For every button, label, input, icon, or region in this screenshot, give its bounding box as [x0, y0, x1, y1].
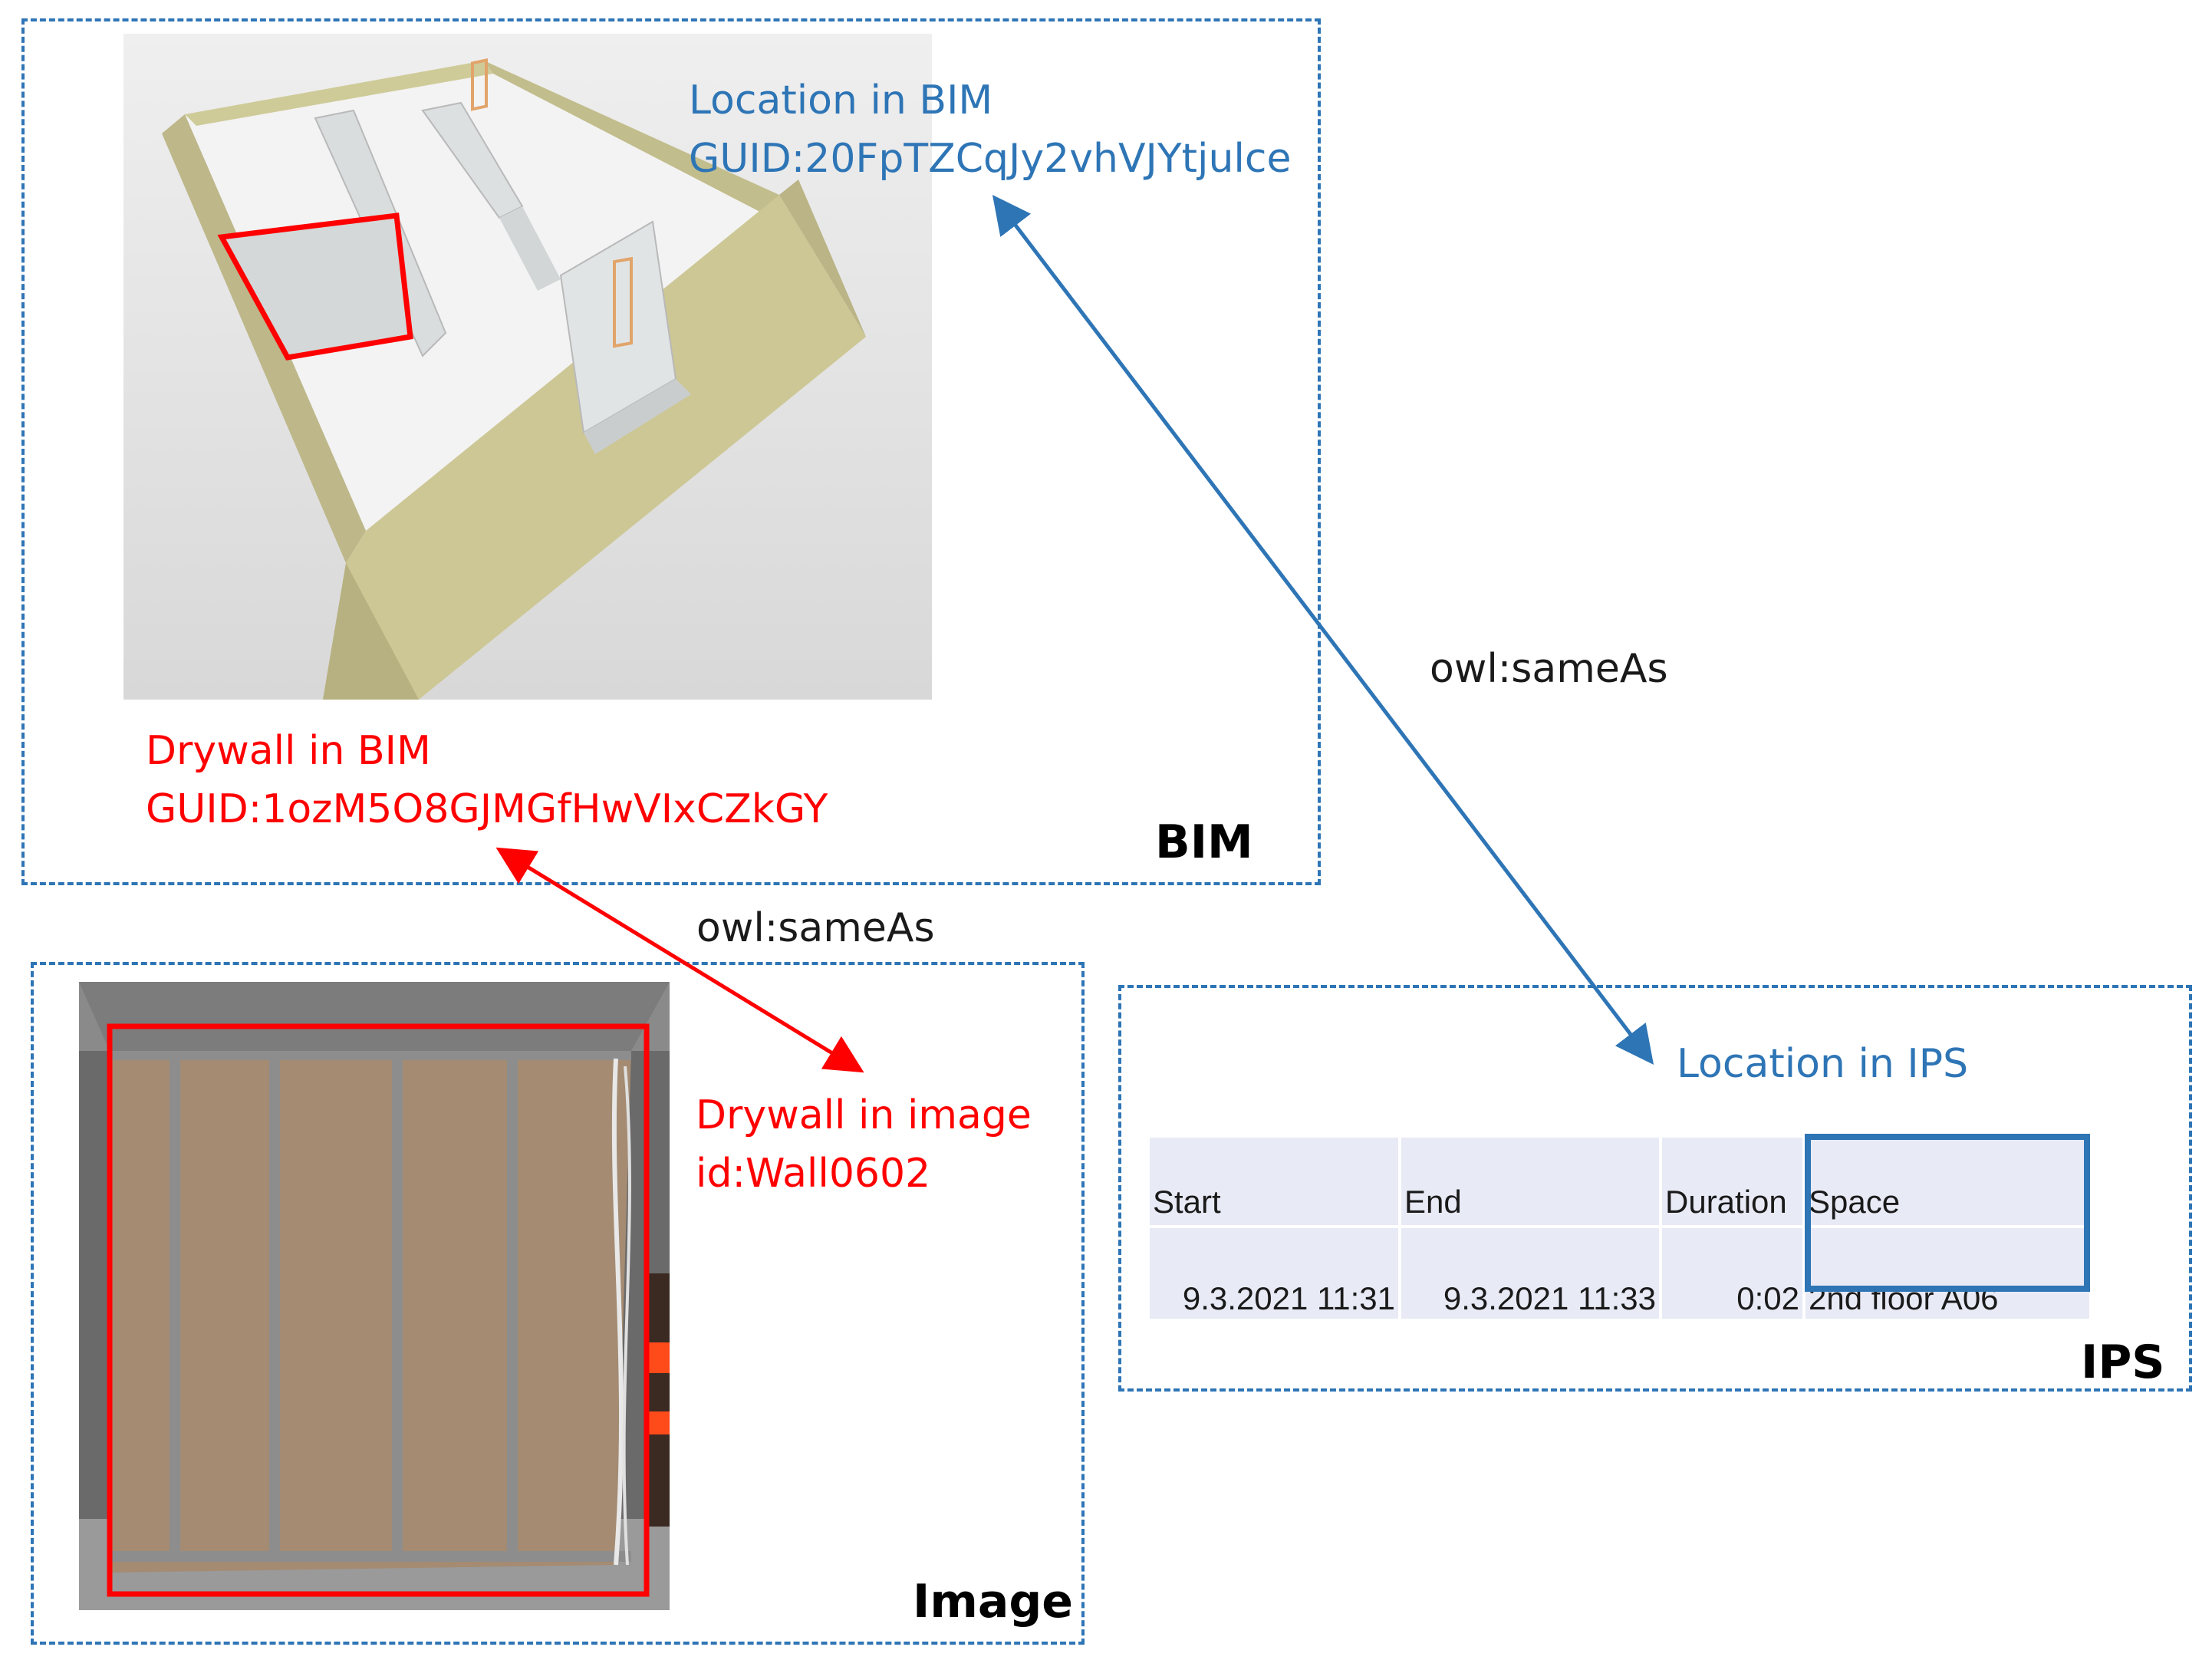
drywall-relation-label: owl:sameAs [696, 905, 935, 951]
bim-drywall-guid: GUID:1ozM5O8GJMGfHwVIxCZkGY [146, 786, 828, 832]
ips-cell-start: 9.3.2021 11:31 [1150, 1228, 1398, 1319]
ips-col-space: Space [1805, 1138, 2089, 1228]
image-drywall-title: Drywall in image [696, 1092, 1032, 1138]
image-drywall-id: id:Wall0602 [696, 1151, 931, 1197]
bim-location-title: Location in BIM [689, 77, 993, 124]
bim-3d-model-render [123, 34, 932, 700]
ips-panel-label: IPS [2081, 1336, 2165, 1389]
bim-location-label: Location in BIM GUID:20FpTZCqJy2vhVJYtju… [689, 71, 1291, 188]
ips-col-end: End [1401, 1138, 1659, 1228]
ips-col-duration: Duration [1662, 1138, 1802, 1228]
ips-location-label: Location in IPS [1677, 1041, 1969, 1087]
ips-table-header-row: Start End Duration Space [1150, 1138, 2089, 1228]
ips-col-start: Start [1150, 1138, 1398, 1228]
bim-location-guid: GUID:20FpTZCqJy2vhVJYtjulce [689, 136, 1292, 182]
bim-drywall-title: Drywall in BIM [146, 728, 431, 774]
drywall-photo [79, 982, 670, 1610]
image-panel-label: Image [913, 1575, 1073, 1629]
space-column-highlight [1805, 1134, 2090, 1292]
ips-panel [1118, 985, 2192, 1392]
location-relation-label: owl:sameAs [1430, 646, 1668, 692]
bim-panel-label: BIM [1155, 815, 1253, 869]
ips-cell-end: 9.3.2021 11:33 [1401, 1228, 1659, 1319]
table-row: 9.3.2021 11:31 9.3.2021 11:33 0:02 2nd f… [1150, 1228, 2089, 1319]
image-drywall-label: Drywall in image id:Wall0602 [696, 1086, 1032, 1203]
ips-cell-duration: 0:02 [1662, 1228, 1802, 1319]
ips-table: Start End Duration Space 9.3.2021 11:31 … [1147, 1138, 2092, 1319]
bim-drywall-label: Drywall in BIM GUID:1ozM5O8GJMGfHwVIxCZk… [146, 722, 828, 838]
